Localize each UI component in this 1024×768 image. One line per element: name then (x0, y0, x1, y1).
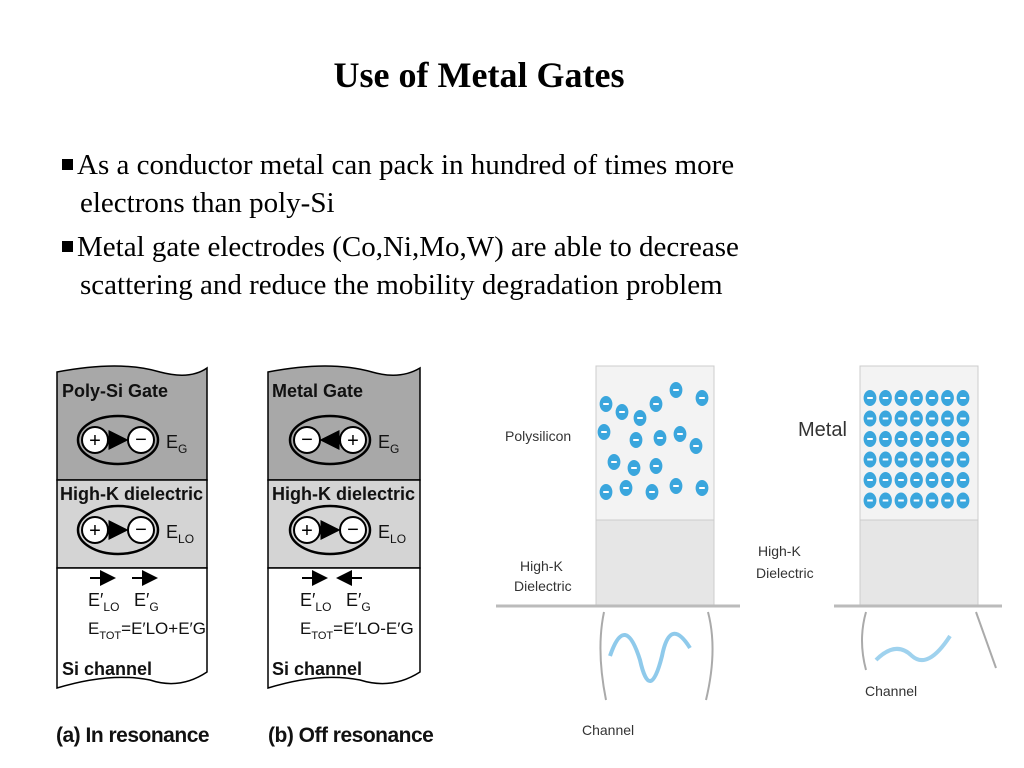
bullet-2-line-1: Metal gate electrodes (Co,Ni,Mo,W) are a… (77, 231, 739, 263)
caption-b: (b) Off resonance (268, 724, 434, 747)
svg-text:+: + (347, 430, 359, 452)
panel-b-eg-prime: E′G (346, 590, 371, 614)
svg-text:−: − (347, 519, 359, 541)
panel-a-elo: ELO (166, 522, 194, 546)
panel-b-channel-label: Si channel (272, 659, 362, 679)
panel-a-gate-label: Poly-Si Gate (62, 381, 168, 401)
bullet-1-line-2: electrons than poly-Si (80, 187, 335, 219)
right-dielectric-label-1: High-K (758, 543, 801, 559)
panel-b-eg: EG (378, 432, 399, 456)
bullet-2: Metal gate electrodes (Co,Ni,Mo,W) are a… (62, 228, 739, 304)
bullet-square-icon (62, 158, 73, 170)
polysilicon-label: Polysilicon (505, 428, 571, 444)
panel-a-eg-prime: E′G (134, 590, 159, 614)
panel-b-elo-prime: E′LO (300, 590, 331, 614)
panel-a-eg: EG (166, 432, 187, 456)
panel-a-elo-prime: E′LO (88, 590, 119, 614)
slide-title: Use of Metal Gates (333, 55, 625, 95)
metal-label: Metal (798, 419, 847, 441)
svg-text:+: + (89, 430, 101, 452)
right-dielectric-label-2: Dielectric (756, 565, 814, 581)
left-dielectric-label-2: Dielectric (514, 578, 572, 594)
panel-a-dielectric-label: High-K dielectric (60, 484, 203, 504)
bullet-1-line-1: As a conductor metal can pack in hundred… (77, 149, 735, 181)
panel-b-gate-label: Metal Gate (272, 381, 363, 401)
svg-text:+: + (301, 520, 313, 542)
panel-a-etot: ETOT=E′LO+E′G (88, 619, 206, 642)
left-dielectric-label-1: High-K (520, 558, 563, 574)
left-channel-label: Channel (582, 722, 634, 738)
svg-text:+: + (89, 520, 101, 542)
svg-text:−: − (135, 429, 147, 451)
svg-text:−: − (135, 519, 147, 541)
electron-figure (496, 365, 1002, 701)
caption-a: (a) In resonance (56, 724, 210, 747)
panel-b: − + + − (267, 365, 421, 690)
bullet-2-line-2: scattering and reduce the mobility degra… (80, 269, 723, 301)
bullet-1: As a conductor metal can pack in hundred… (62, 146, 734, 222)
bullet-square-icon (62, 240, 73, 252)
right-channel-label: Channel (865, 683, 917, 699)
panel-b-elo: ELO (378, 522, 406, 546)
panel-a: + − + − (56, 365, 208, 690)
panel-b-etot: ETOT=E′LO-E′G (300, 619, 414, 642)
svg-text:−: − (301, 429, 313, 451)
panel-a-channel-label: Si channel (62, 659, 152, 679)
panel-b-dielectric-label: High-K dielectric (272, 484, 415, 504)
